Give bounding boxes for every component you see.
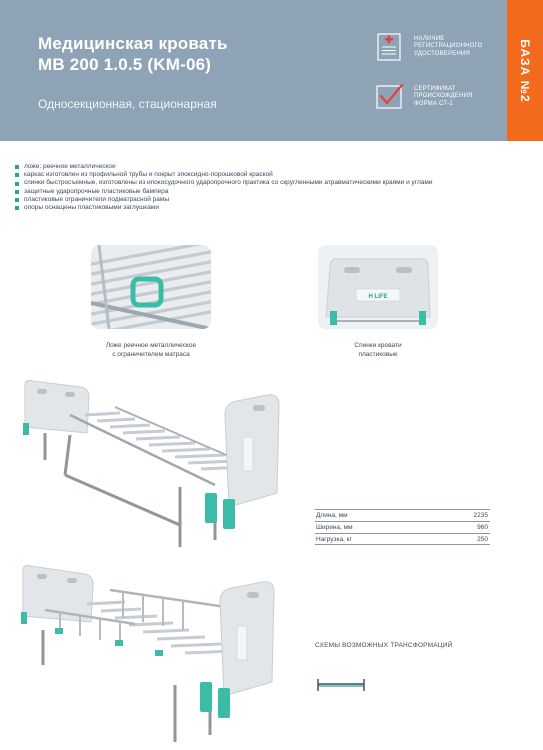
- header-banner: Медицинская кровать MB 200 1.0.5 (KM-06)…: [0, 0, 543, 141]
- spec-label: Ширина, мм: [316, 524, 353, 531]
- photo-slatted-base: [91, 245, 211, 329]
- list-item: защитные ударопрочные пластиковые бампер…: [15, 188, 433, 196]
- slatted-base-image: [91, 245, 211, 329]
- bed-image-with-rails: [15, 560, 280, 750]
- table-row: Нагрузка, кг 250: [315, 533, 490, 545]
- certificate-check-icon: [376, 83, 404, 109]
- headboard-panel-label: H LIFE: [369, 294, 388, 300]
- feature-text: опоры оснащены пластиковыми заглушками: [24, 204, 159, 212]
- list-item: ложе: реечное металлическое: [15, 163, 433, 171]
- list-item: каркас изготовлен из профильной трубы и …: [15, 171, 433, 179]
- bullet-square-icon: [15, 165, 19, 170]
- features-list: ложе: реечное металлическое каркас изгот…: [15, 163, 433, 212]
- list-item: спинки быстросъемные, изготовлены из ипо…: [15, 179, 433, 187]
- caption-line: пластиковые: [358, 350, 398, 358]
- spec-value: 2235: [473, 512, 488, 519]
- base-tab: БАЗА №2: [507, 0, 543, 141]
- spec-label: Длина, мм: [316, 512, 348, 519]
- table-row: Длина, мм 2235: [315, 509, 490, 521]
- flat-bed-scheme-icon: [317, 679, 365, 691]
- cert-line: РЕГИСТРАЦИОННОГО: [414, 43, 483, 50]
- spec-value: 960: [477, 524, 488, 531]
- feature-text: каркас изготовлен из профильной трубы и …: [24, 171, 273, 179]
- caption-line: Спинки кровати: [354, 342, 402, 349]
- photo-headboard: H LIFE: [318, 245, 438, 329]
- list-item: пластиковые ограничители подматрасной ра…: [15, 196, 433, 204]
- title-line-2: MB 200 1.0.5 (KM-06): [38, 55, 212, 74]
- schemes-title: СХЕМЫ ВОЗМОЖНЫХ ТРАНСФОРМАЦИЙ: [315, 642, 453, 649]
- base-tab-label: БАЗА №2: [518, 38, 532, 103]
- table-row: Ширина, мм 960: [315, 521, 490, 533]
- certificate-origin-text: СЕРТИФИКАТ ПРОИСХОЖДЕНИЯ ФОРМА СТ-1: [414, 86, 473, 109]
- caption-line: с ограничителем матраса: [112, 350, 190, 358]
- specs-table: Длина, мм 2235 Ширина, мм 960 Нагрузка, …: [315, 509, 490, 545]
- page-title: Медицинская кровать MB 200 1.0.5 (KM-06): [38, 33, 228, 75]
- certificate-registration: НАЛИЧИЕ РЕГИСТРАЦИОННОГО УДОСТОВЕРЕНИЯ: [374, 30, 483, 64]
- bullet-square-icon: [15, 206, 19, 211]
- bullet-square-icon: [15, 181, 19, 186]
- bed-with-rails-illustration: [21, 565, 275, 742]
- list-item: опоры оснащены пластиковыми заглушками: [15, 204, 433, 212]
- spec-value: 250: [477, 535, 488, 543]
- cert-line: УДОСТОВЕРЕНИЯ: [414, 50, 471, 57]
- registration-document-icon: [377, 33, 401, 61]
- feature-text: ложе: реечное металлическое: [24, 163, 116, 170]
- feature-text: защитные ударопрочные пластиковые бампер…: [24, 187, 169, 195]
- bed-illustration: [23, 380, 280, 547]
- cert-line: ПРОИСХОЖДЕНИЯ: [414, 93, 473, 100]
- certificate-registration-text: НАЛИЧИЕ РЕГИСТРАЦИОННОГО УДОСТОВЕРЕНИЯ: [414, 36, 483, 59]
- bed-image-base: [15, 375, 285, 565]
- spec-label: Нагрузка, кг: [316, 535, 352, 543]
- certificate-origin: СЕРТИФИКАТ ПРОИСХОЖДЕНИЯ ФОРМА СТ-1: [374, 80, 473, 114]
- caption-line: Ложе реечное металлическое: [105, 342, 197, 349]
- cert-line: ФОРМА СТ-1: [414, 100, 453, 107]
- feature-text: спинки быстросъемные, изготовлены из ипо…: [24, 179, 433, 187]
- headboard-image: H LIFE: [318, 245, 438, 329]
- photo-caption-slatted-base: Ложе реечное металлическое с ограничител…: [80, 342, 222, 359]
- bullet-square-icon: [15, 189, 19, 194]
- feature-text: пластиковые ограничители подматрасной ра…: [24, 195, 170, 203]
- page-subtitle: Односекционная, стационарная: [38, 97, 217, 111]
- bullet-square-icon: [15, 197, 19, 202]
- bullet-square-icon: [15, 173, 19, 178]
- cert-line: СЕРТИФИКАТ: [414, 85, 456, 92]
- title-line-1: Медицинская кровать: [38, 34, 228, 53]
- cert-line: НАЛИЧИЕ: [414, 35, 445, 42]
- photo-caption-headboard: Спинки кровати пластиковые: [318, 342, 438, 359]
